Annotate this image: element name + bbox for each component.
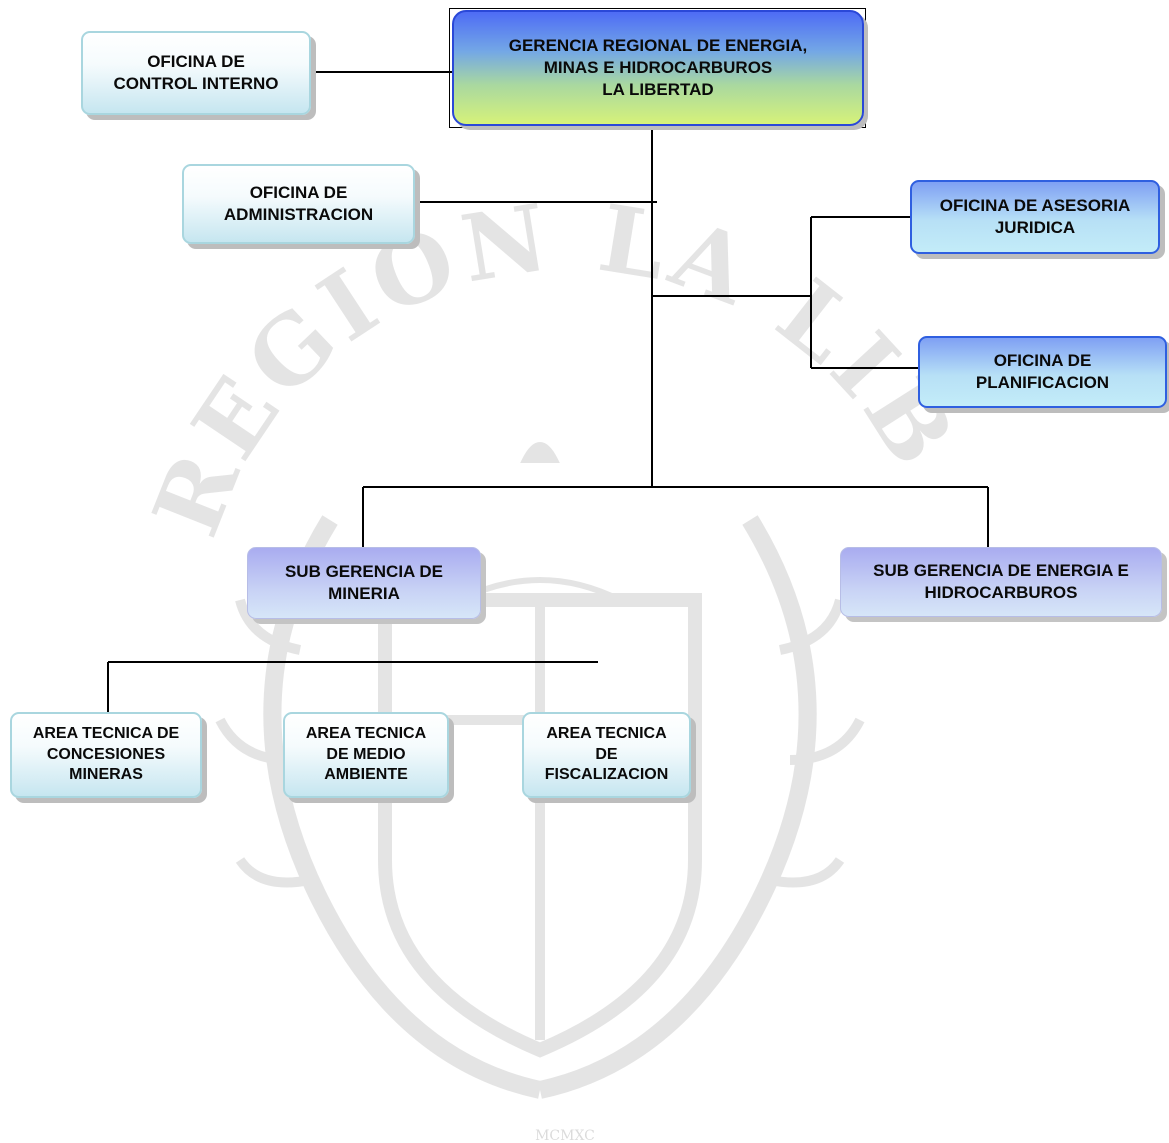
- node-planificacion: OFICINA DE PLANIFICACION: [918, 336, 1167, 408]
- top-node-frame: [449, 8, 866, 128]
- watermark-year: MCMXC: [535, 1128, 595, 1143]
- node-area-fiscalizacion-label: AREA TECNICA DE FISCALIZACION: [544, 725, 669, 784]
- node-sub-gerencia-energia-label: SUB GERENCIA DE ENERGIA E HIDROCARBUROS: [873, 561, 1129, 602]
- node-area-medio-ambiente: AREA TECNICA DE MEDIO AMBIENTE: [283, 712, 449, 798]
- node-area-fiscalizacion: AREA TECNICA DE FISCALIZACION: [522, 712, 691, 798]
- node-area-concesiones-mineras: AREA TECNICA DE CONCESIONES MINERAS: [10, 712, 202, 798]
- node-asesoria-juridica: OFICINA DE ASESORIA JURIDICA: [910, 180, 1160, 254]
- node-area-concesiones-mineras-label: AREA TECNICA DE CONCESIONES MINERAS: [32, 725, 180, 784]
- node-sub-gerencia-mineria: SUB GERENCIA DE MINERIA: [247, 547, 481, 619]
- node-administracion: OFICINA DE ADMINISTRACION: [182, 164, 415, 244]
- node-sub-gerencia-energia: SUB GERENCIA DE ENERGIA E HIDROCARBUROS: [840, 547, 1162, 617]
- node-asesoria-juridica-label: OFICINA DE ASESORIA JURIDICA: [939, 196, 1131, 237]
- node-gerencia-regional: GERENCIA REGIONAL DE ENERGIA, MINAS E HI…: [452, 10, 864, 126]
- node-control-interno-label: OFICINA DE CONTROL INTERNO: [113, 52, 279, 93]
- node-control-interno: OFICINA DE CONTROL INTERNO: [81, 31, 311, 115]
- node-area-medio-ambiente-label: AREA TECNICA DE MEDIO AMBIENTE: [305, 725, 427, 784]
- node-gerencia-regional-label: GERENCIA REGIONAL DE ENERGIA, MINAS E HI…: [508, 36, 808, 99]
- node-sub-gerencia-mineria-label: SUB GERENCIA DE MINERIA: [284, 562, 444, 603]
- node-planificacion-label: OFICINA DE PLANIFICACION: [975, 351, 1110, 392]
- node-administracion-label: OFICINA DE ADMINISTRACION: [223, 183, 374, 224]
